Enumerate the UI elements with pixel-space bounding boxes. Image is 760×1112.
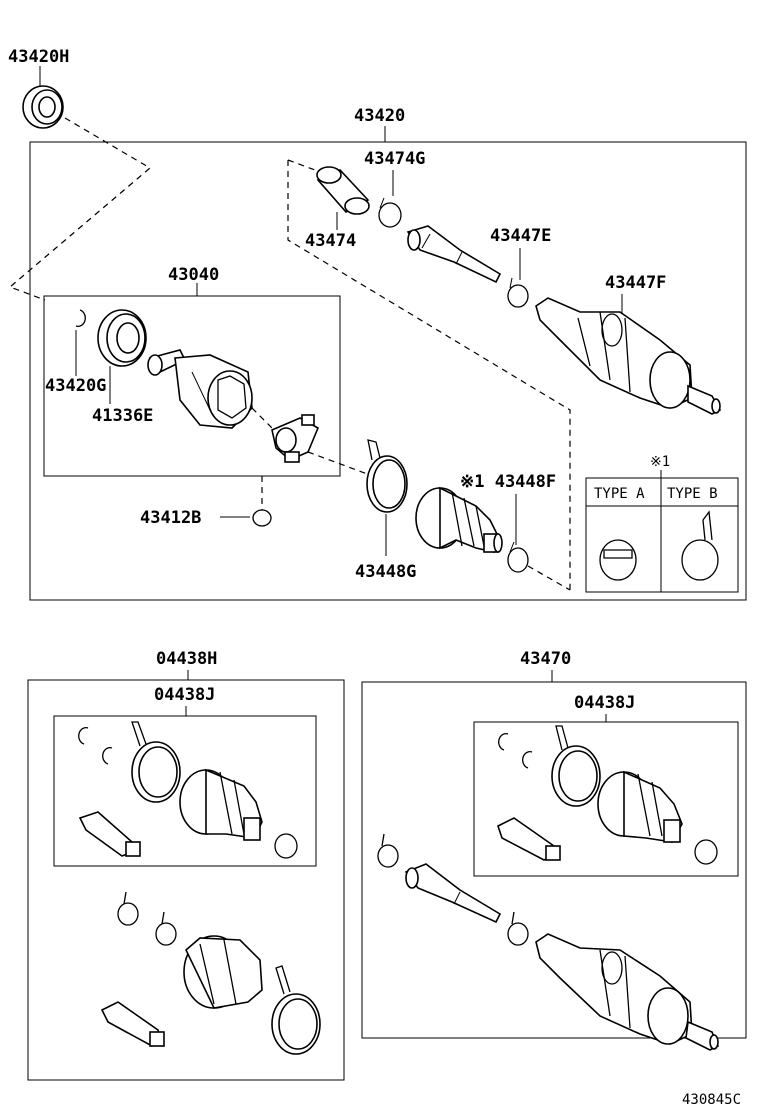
kit-04438J-left-frame [53, 715, 317, 867]
clamp-type-b-icon [681, 510, 719, 581]
label-43420H: 43420H [8, 47, 69, 67]
label-43448G: 43448G [355, 562, 416, 582]
diagram-code: 430845C [682, 1092, 741, 1108]
part-drive-shaft [406, 225, 502, 284]
top-assembly-frame [29, 141, 747, 601]
part-outboard-joint-boot [535, 297, 722, 415]
label-43420: 43420 [354, 106, 405, 126]
label-43470: 43470 [520, 649, 571, 669]
kit-04438J-right-frame [473, 721, 739, 877]
part-43420H-seal [22, 85, 64, 129]
part-41336E-seal [97, 309, 147, 367]
type-b-label: TYPE B [667, 486, 718, 502]
type-a-label: TYPE A [594, 486, 645, 502]
label-43412B: 43412B [140, 508, 201, 528]
clamp-type-box [585, 477, 739, 593]
part-inner-boot [415, 486, 503, 553]
label-04438J-right: 04438J [574, 693, 635, 713]
label-43040: 43040 [168, 265, 219, 285]
kit-left-lower-parts [100, 891, 321, 1055]
part-43448G-clamp [366, 439, 408, 513]
label-43447E: 43447E [490, 226, 551, 246]
kit-04438H-frame [27, 679, 345, 1081]
kit-right-parts [497, 725, 718, 865]
part-43420G-snap-ring [75, 309, 86, 327]
part-43447E-clamp [507, 277, 529, 308]
label-43448F: ※1 43448F [460, 472, 556, 492]
label-43420G: 43420G [45, 376, 106, 396]
part-tripod-joint [271, 414, 320, 463]
subassembly-43040-frame [43, 295, 341, 477]
part-43448F-clamp [507, 541, 529, 573]
assembly-43470-shaft-parts [377, 833, 720, 1051]
label-41336E: 41336E [92, 406, 153, 426]
clamp-type-a-icon [599, 539, 637, 581]
assembly-43470-frame [361, 681, 747, 1039]
kit-left-upper-parts [78, 721, 298, 859]
label-43474: 43474 [305, 231, 356, 251]
label-43474G: 43474G [364, 149, 425, 169]
label-04438H: 04438H [156, 649, 217, 669]
part-inboard-joint-housing [147, 349, 253, 429]
label-43447F: 43447F [605, 273, 666, 293]
part-43412B-snap-ring [252, 509, 272, 527]
part-43474-damper [316, 166, 370, 215]
label-04438J-left: 04438J [154, 685, 215, 705]
note-mark: ※1 [650, 454, 670, 470]
part-43474G-clamp [378, 197, 402, 228]
